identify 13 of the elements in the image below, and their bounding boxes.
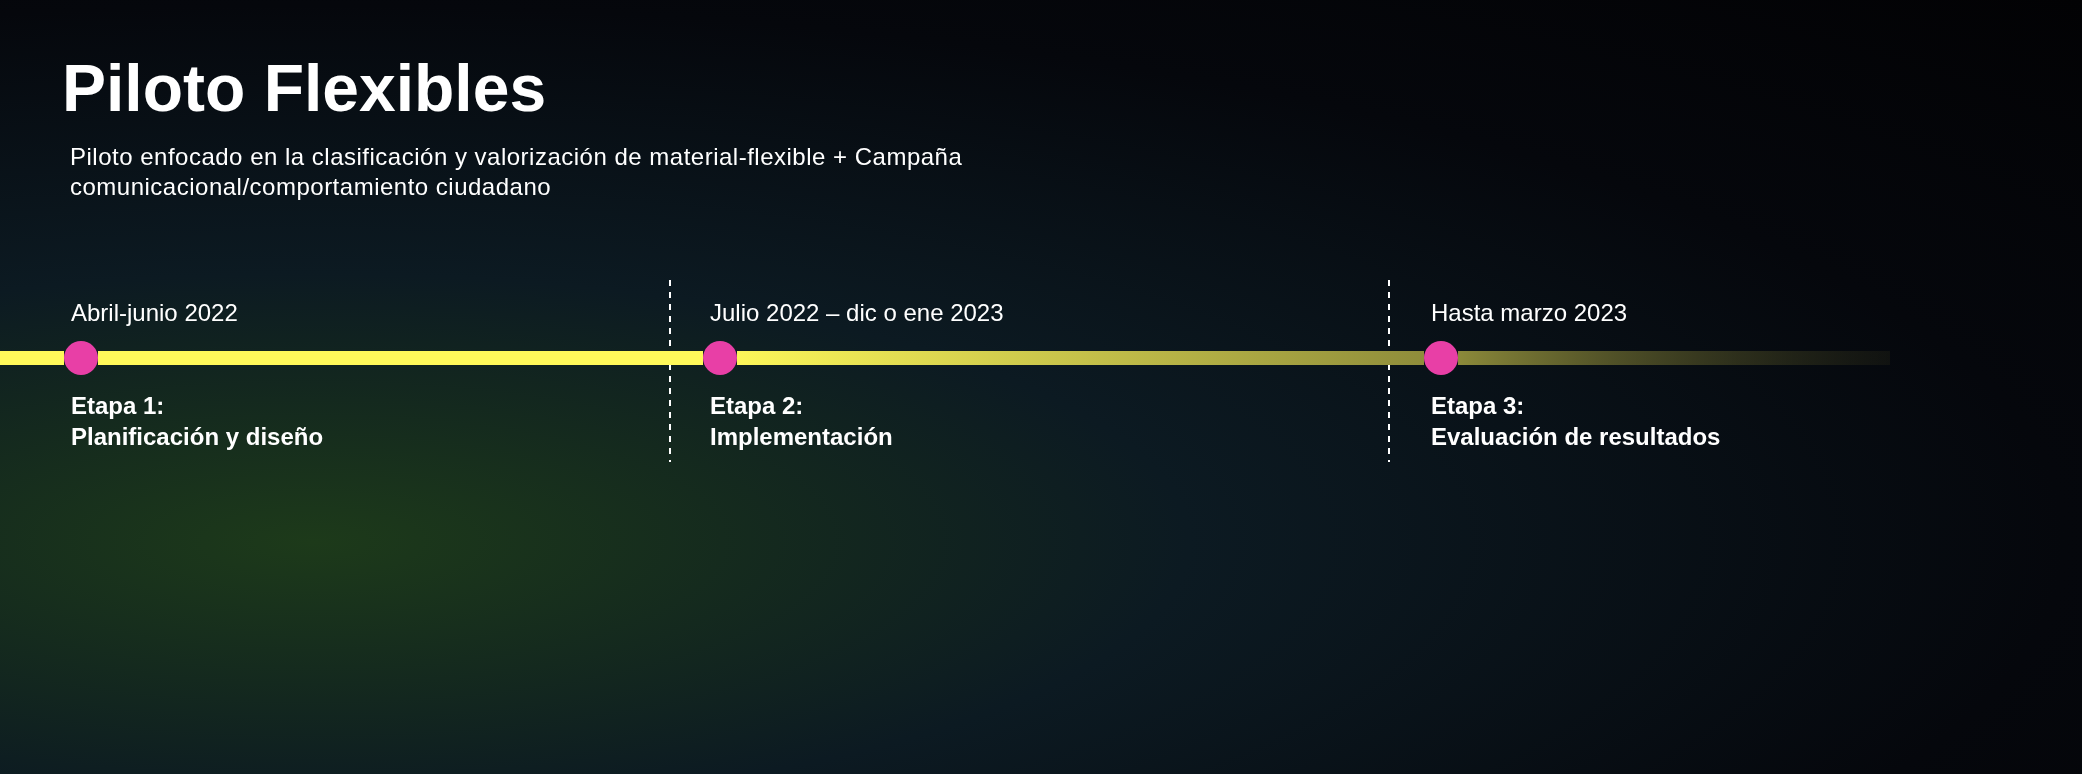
milestone-dot xyxy=(703,341,737,375)
date-label: Julio 2022 – dic o ene 2023 xyxy=(710,299,1004,327)
subtitle: Piloto enfocado en la clasificación y valorización de material-flexible + Campaña comunicacional/comportamiento ciudadano xyxy=(70,142,964,202)
date-label: Abril-junio 2022 xyxy=(71,299,238,327)
milestone-dot xyxy=(64,341,98,375)
milestone-dot xyxy=(1424,341,1458,375)
timeline-segment xyxy=(98,351,703,365)
stage-label: Etapa 2: Implementación xyxy=(710,391,893,452)
date-label: Hasta marzo 2023 xyxy=(1431,299,1628,327)
title: Piloto Flexibles xyxy=(62,50,547,126)
stage-label: Etapa 1: Planificación y diseño xyxy=(71,391,324,452)
stage-label: Etapa 3: Evaluación de resultados xyxy=(1431,391,1721,452)
timeline-segment xyxy=(737,351,1424,365)
